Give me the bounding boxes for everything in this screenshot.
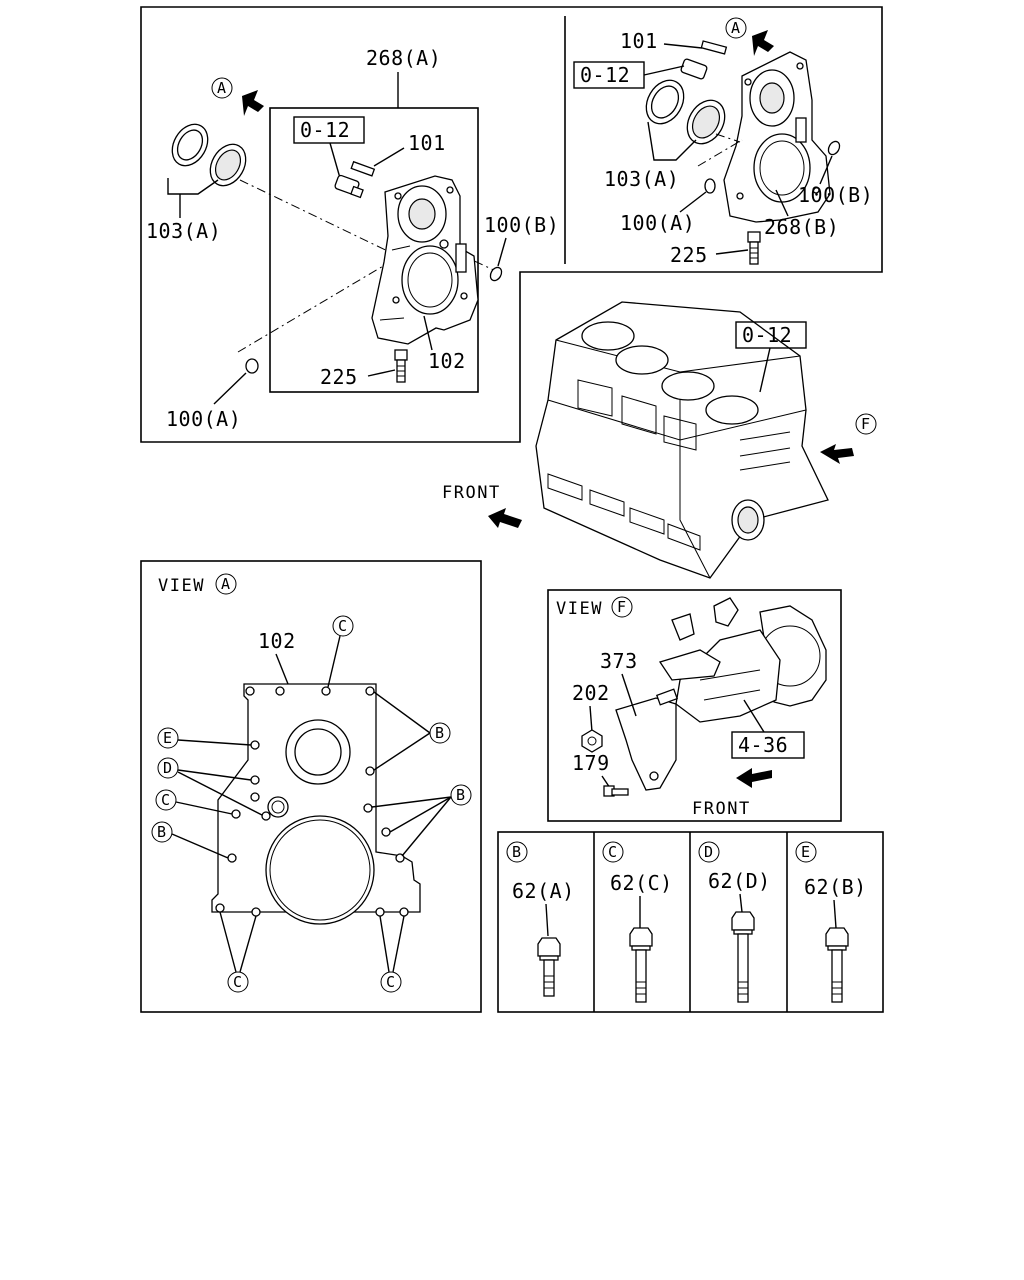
front-label-view-f: FRONT bbox=[692, 799, 751, 819]
label-100a-right: 100(A) bbox=[620, 211, 695, 235]
svg-text:VIEW: VIEW bbox=[556, 599, 603, 619]
callout-c-bottom-right: C bbox=[379, 915, 405, 993]
ref-box-0-12-left: 0-12 bbox=[293, 116, 365, 179]
inner-box-268a bbox=[269, 107, 479, 393]
svg-text:0-12: 0-12 bbox=[742, 323, 792, 347]
bolt-cell-e: E 62(B) bbox=[795, 841, 867, 1003]
front-arrow-view-f bbox=[736, 768, 772, 788]
bolt-cell-d: D 62(D) bbox=[698, 841, 771, 1003]
oring-100a-left bbox=[245, 358, 259, 374]
callout-b-right-1: B bbox=[373, 691, 451, 771]
seals-103a-right bbox=[645, 79, 726, 145]
callout-c-left: C bbox=[155, 789, 233, 815]
svg-text:C: C bbox=[338, 617, 347, 635]
view-a-panel bbox=[140, 560, 482, 1013]
svg-text:62(D): 62(D) bbox=[708, 869, 771, 893]
label-100b-left: 100(B) bbox=[484, 213, 559, 237]
callout-b-right-2: B bbox=[371, 784, 472, 857]
stud-101-left bbox=[334, 160, 376, 199]
label-103a-right: 103(A) bbox=[604, 167, 679, 191]
label-268b: 268(B) bbox=[764, 215, 839, 239]
svg-text:F: F bbox=[617, 598, 626, 616]
label-102-left: 102 bbox=[428, 349, 466, 373]
front-cover-268b bbox=[723, 51, 831, 223]
view-f-title: VIEW F bbox=[556, 596, 633, 619]
label-103a-left: 103(A) bbox=[146, 219, 221, 243]
oring-100a-right bbox=[704, 178, 716, 194]
oring-100b-right bbox=[827, 140, 841, 156]
ref-box-0-12-right: 0-12 bbox=[573, 61, 685, 89]
svg-text:4-36: 4-36 bbox=[738, 733, 788, 757]
callout-d-left: D bbox=[157, 757, 263, 816]
svg-text:F: F bbox=[861, 415, 870, 433]
label-101-right: 101 bbox=[620, 29, 658, 53]
svg-text:62(C): 62(C) bbox=[610, 871, 673, 895]
svg-text:0-12: 0-12 bbox=[300, 118, 350, 142]
nut-202 bbox=[581, 729, 603, 753]
front-cover-268a bbox=[371, 175, 479, 345]
label-225-right: 225 bbox=[670, 243, 708, 267]
stud-101-right bbox=[680, 40, 728, 80]
svg-text:VIEW: VIEW bbox=[158, 576, 205, 596]
view-a-arrow-left: A bbox=[211, 77, 264, 116]
ref-box-4-36: 4-36 bbox=[731, 699, 805, 759]
view-a-arrow-right: A bbox=[725, 17, 774, 56]
view-f-panel bbox=[547, 589, 842, 822]
callout-e-left: E bbox=[157, 727, 252, 749]
label-373: 373 bbox=[600, 649, 638, 673]
front-cover-view-a bbox=[211, 683, 421, 925]
svg-text:B: B bbox=[157, 823, 166, 841]
label-102-view: 102 bbox=[258, 629, 296, 653]
label-202: 202 bbox=[572, 681, 610, 705]
svg-text:C: C bbox=[161, 791, 170, 809]
injection-pump bbox=[615, 597, 827, 791]
svg-text:A: A bbox=[731, 19, 740, 37]
view-a-title: VIEW A bbox=[158, 573, 237, 596]
bolt-cell-b: B 62(A) bbox=[506, 841, 575, 997]
svg-text:D: D bbox=[163, 759, 172, 777]
ref-box-0-12-block: 0-12 bbox=[735, 321, 807, 393]
svg-text:A: A bbox=[221, 575, 230, 593]
svg-text:B: B bbox=[435, 724, 444, 742]
label-179: 179 bbox=[572, 751, 610, 775]
svg-text:62(B): 62(B) bbox=[804, 875, 867, 899]
front-arrow-block bbox=[488, 508, 522, 528]
svg-text:A: A bbox=[217, 79, 226, 97]
label-100a-left: 100(A) bbox=[166, 407, 241, 431]
callout-c-bottom-left: C bbox=[219, 911, 257, 993]
svg-text:62(A): 62(A) bbox=[512, 879, 575, 903]
svg-text:0-12: 0-12 bbox=[580, 63, 630, 87]
front-label-block: FRONT bbox=[442, 483, 501, 503]
oring-100b-left bbox=[489, 266, 503, 282]
svg-text:C: C bbox=[233, 973, 242, 991]
callout-b-left: B bbox=[151, 821, 229, 859]
svg-text:C: C bbox=[386, 973, 395, 991]
exploded-view-frame-left bbox=[140, 6, 883, 443]
svg-text:E: E bbox=[163, 729, 172, 747]
svg-text:D: D bbox=[704, 843, 713, 861]
label-100b-right: 100(B) bbox=[798, 183, 873, 207]
label-225-left: 225 bbox=[320, 365, 358, 389]
view-f-arrow: F bbox=[820, 413, 877, 464]
svg-text:C: C bbox=[608, 843, 617, 861]
bolt-225-left bbox=[394, 349, 408, 383]
cylinder-block bbox=[535, 301, 829, 579]
svg-text:B: B bbox=[456, 786, 465, 804]
svg-text:E: E bbox=[801, 843, 810, 861]
bolt-179 bbox=[603, 785, 629, 797]
bolt-cell-c: C 62(C) bbox=[602, 841, 673, 1003]
label-268a: 268(A) bbox=[366, 46, 441, 70]
seals-103a-left bbox=[171, 123, 247, 187]
label-101-left: 101 bbox=[408, 131, 446, 155]
svg-text:B: B bbox=[512, 843, 521, 861]
callout-c-top: C bbox=[327, 615, 354, 688]
bolt-225-right bbox=[747, 231, 761, 265]
